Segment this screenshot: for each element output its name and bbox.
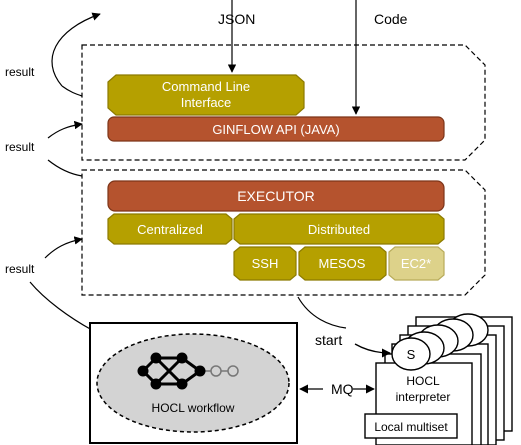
ginflow-api-label: GINFLOW API (JAVA) [212, 122, 339, 137]
local-multiset-box [364, 413, 458, 439]
mesos-block [298, 246, 387, 281]
executor-block [107, 180, 445, 212]
executor-to-start-link [297, 296, 347, 329]
workflow-node [137, 365, 149, 377]
executor-layer-frame [81, 169, 486, 296]
workflow-node [194, 365, 206, 377]
cli-label-line2: Interface [181, 95, 232, 110]
service-node-front [391, 337, 431, 371]
result-arrow-api [47, 120, 83, 139]
result-label-3: result [5, 262, 35, 276]
result-link-top [61, 85, 83, 97]
workflow-node-pending [227, 365, 239, 377]
ssh-block [233, 246, 297, 281]
workflow-graph [137, 352, 239, 390]
workflow-ellipse [96, 333, 290, 433]
workflow-node [150, 378, 162, 390]
workflow-node [150, 352, 162, 364]
distributed-label: Distributed [308, 222, 370, 237]
interpreter-label-line2: interpreter [396, 390, 451, 404]
code-label: Code [374, 11, 408, 27]
result-label-1: result [5, 65, 35, 79]
service-stack [391, 313, 489, 371]
result-link-workflow [29, 281, 93, 331]
json-label: JSON [218, 11, 255, 27]
distributed-block [233, 213, 445, 245]
result-arrow-top [51, 12, 101, 87]
interpreter-label-line1: HOCL [406, 374, 440, 388]
result-link-executor [47, 159, 83, 177]
cli-label-line1: Command Line [162, 79, 250, 94]
ec2-label: EC2* [401, 256, 431, 271]
local-multiset-label: Local multiset [374, 420, 448, 434]
workflow-node-pending [210, 365, 222, 377]
ec2-block [388, 246, 445, 281]
start-arrow [354, 343, 391, 358]
start-label: start [315, 332, 342, 348]
result-arrow-executor [44, 236, 83, 259]
mq-label: MQ [331, 381, 354, 397]
centralized-label: Centralized [137, 222, 203, 237]
ssh-label: SSH [252, 256, 279, 271]
workflow-node [176, 378, 188, 390]
ginflow-api-block [107, 116, 445, 142]
executor-label: EXECUTOR [237, 188, 315, 204]
api-layer-frame [81, 44, 486, 161]
cli-block [107, 74, 305, 116]
workflow-label: HOCL workflow [152, 401, 235, 415]
result-label-2: result [5, 140, 35, 154]
service-label: S [407, 347, 416, 362]
workflow-node [176, 352, 188, 364]
centralized-block [107, 213, 233, 245]
mesos-label: MESOS [319, 256, 366, 271]
